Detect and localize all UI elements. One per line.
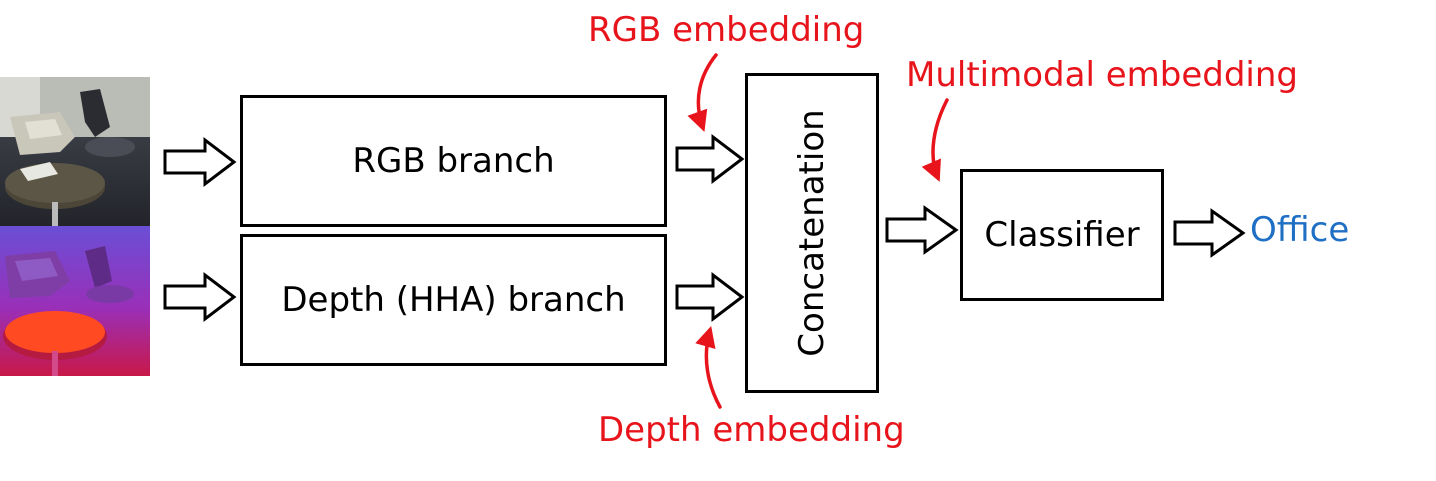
depth-hha-input-image [0, 226, 150, 376]
classifier-to-output-arrow-icon [1173, 208, 1246, 258]
input-depth-arrow-icon [163, 271, 237, 323]
depth-branch-box: Depth (HHA) branch [240, 234, 667, 366]
concatenation-box: Concatenation [745, 73, 879, 393]
depth-embedding-label: Depth embedding [598, 410, 905, 450]
rgb-embedding-pointer-icon [687, 53, 718, 132]
rgb-embedding-label: RGB embedding [588, 10, 865, 50]
rgb-branch-label: RGB branch [352, 141, 555, 181]
classifier-box: Classifier [960, 169, 1164, 301]
multimodal-embedding-label: Multimodal embedding [906, 55, 1298, 95]
depth-embedding-pointer-icon [695, 325, 722, 409]
classifier-label: Classifier [984, 215, 1140, 255]
depth-to-concat-arrow-icon [675, 271, 745, 323]
rgb-branch-box: RGB branch [240, 95, 667, 227]
rgb-input-image [0, 77, 150, 226]
output-class-label: Office [1250, 210, 1350, 250]
concat-to-classifier-arrow-icon [885, 205, 959, 255]
multimodal-embedding-pointer-icon [921, 98, 949, 182]
rgb-to-concat-arrow-icon [675, 133, 745, 185]
input-rgb-arrow-icon [163, 136, 237, 188]
depth-branch-label: Depth (HHA) branch [281, 280, 626, 320]
